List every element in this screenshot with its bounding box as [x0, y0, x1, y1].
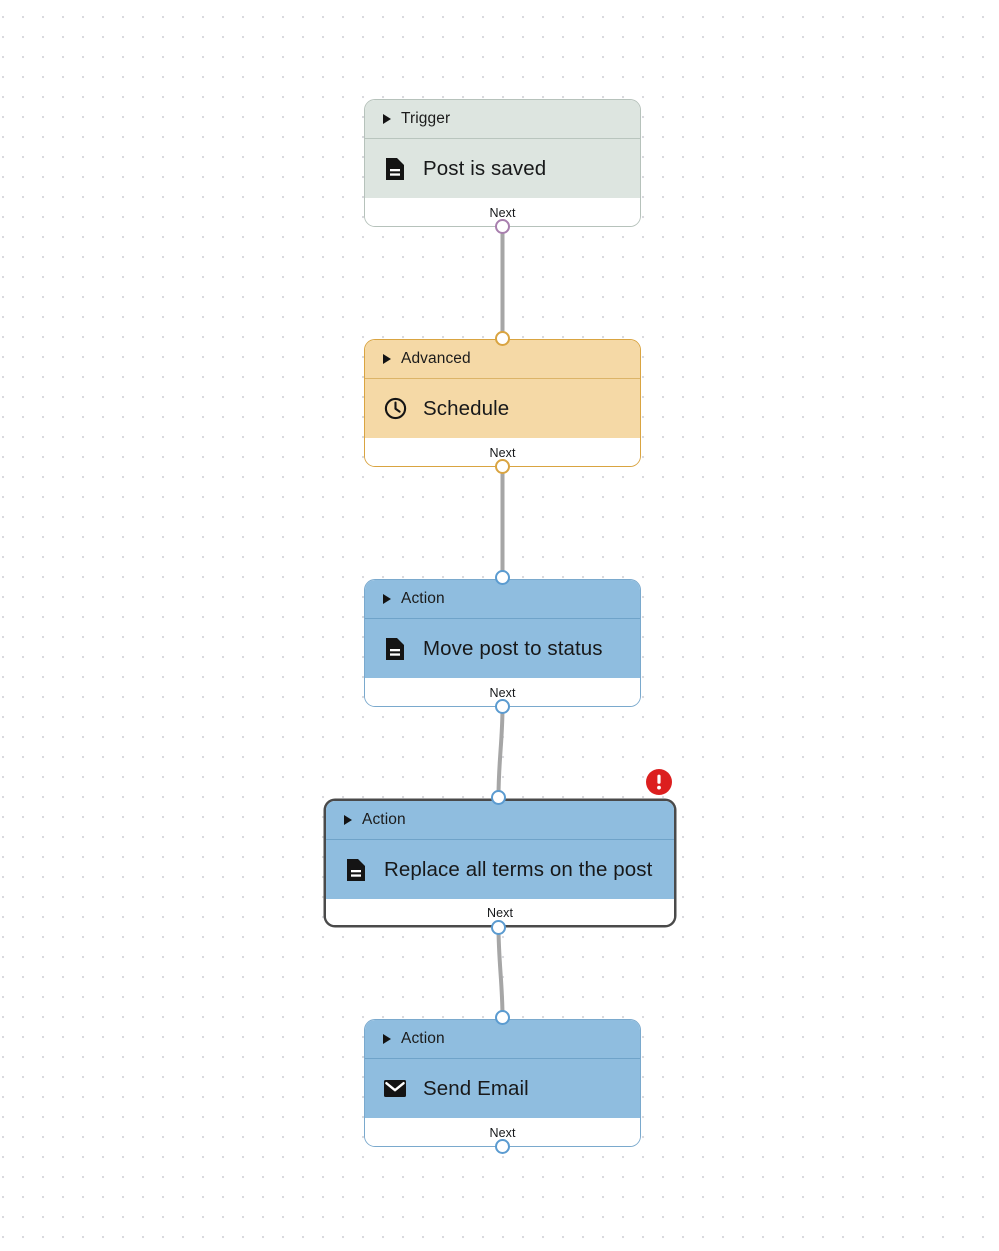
node-action-replace-all-terms[interactable]: Action Replace all terms on the post Nex… — [324, 799, 676, 927]
collapse-triangle-icon[interactable] — [383, 354, 391, 364]
envelope-icon — [383, 1077, 407, 1101]
port-out-send-email[interactable] — [495, 1139, 510, 1154]
port-in-advanced-schedule[interactable] — [495, 331, 510, 346]
port-in-move-post-to-status[interactable] — [495, 570, 510, 585]
document-icon — [383, 157, 407, 181]
node-category-label: Action — [401, 1030, 445, 1047]
edge-replace-terms-to-send-email — [496, 925, 505, 1019]
node-body[interactable]: Send Email — [365, 1059, 640, 1118]
node-action-send-email[interactable]: Action Send Email Next — [364, 1019, 641, 1147]
node-body[interactable]: Replace all terms on the post — [326, 840, 674, 899]
node-trigger-post-is-saved[interactable]: Trigger Post is saved Next — [364, 99, 641, 227]
port-in-replace-all-terms[interactable] — [491, 790, 506, 805]
edge-move-post-to-replace-terms — [496, 705, 505, 799]
node-error-badge[interactable] — [646, 769, 672, 795]
exclamation-icon — [657, 774, 661, 790]
node-title: Schedule — [423, 396, 510, 420]
node-body[interactable]: Post is saved — [365, 139, 640, 198]
node-body[interactable]: Move post to status — [365, 619, 640, 678]
node-footer-label: Next — [489, 205, 516, 220]
node-action-move-post-to-status[interactable]: Action Move post to status Next — [364, 579, 641, 707]
node-title: Send Email — [423, 1076, 529, 1100]
port-out-advanced-schedule[interactable] — [495, 459, 510, 474]
node-category-label: Advanced — [401, 350, 471, 367]
node-header[interactable]: Trigger — [365, 100, 640, 139]
node-title: Move post to status — [423, 636, 603, 660]
node-header[interactable]: Advanced — [365, 340, 640, 379]
port-out-trigger-post-is-saved[interactable] — [495, 219, 510, 234]
node-footer-label: Next — [489, 1125, 516, 1140]
node-category-label: Trigger — [401, 110, 451, 127]
collapse-triangle-icon[interactable] — [383, 114, 391, 124]
node-category-label: Action — [401, 590, 445, 607]
node-footer-label: Next — [489, 445, 516, 460]
document-icon — [383, 637, 407, 661]
node-advanced-schedule[interactable]: Advanced Schedule Next — [364, 339, 641, 467]
node-footer-label: Next — [489, 685, 516, 700]
node-title: Post is saved — [423, 156, 547, 180]
collapse-triangle-icon[interactable] — [344, 815, 352, 825]
clock-icon — [383, 397, 407, 421]
port-out-move-post-to-status[interactable] — [495, 699, 510, 714]
port-out-replace-all-terms[interactable] — [491, 920, 506, 935]
node-header[interactable]: Action — [365, 1020, 640, 1059]
node-title: Replace all terms on the post — [384, 857, 653, 881]
node-body[interactable]: Schedule — [365, 379, 640, 438]
node-header[interactable]: Action — [365, 580, 640, 619]
node-footer-label: Next — [486, 905, 514, 920]
collapse-triangle-icon[interactable] — [383, 1034, 391, 1044]
collapse-triangle-icon[interactable] — [383, 594, 391, 604]
port-in-send-email[interactable] — [495, 1010, 510, 1025]
node-header[interactable]: Action — [326, 801, 674, 840]
node-category-label: Action — [362, 811, 406, 828]
document-icon — [344, 858, 368, 882]
